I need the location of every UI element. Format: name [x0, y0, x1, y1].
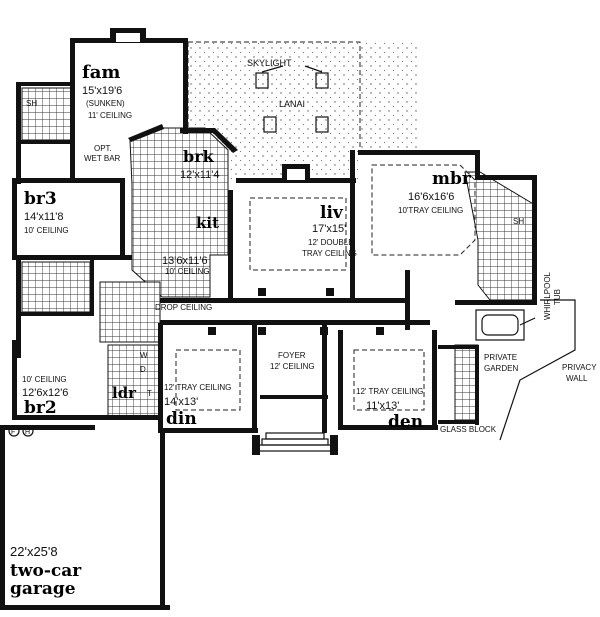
room-name-brk: brk	[183, 147, 215, 166]
room-labels: fam 15'x19'6 (SUNKEN) 11' CEILING SKYLIG…	[8, 58, 597, 599]
room-name-den: den	[388, 412, 423, 432]
room-note-liv-2: TRAY CEILING	[302, 249, 357, 258]
room-note-den: 12' TRAY CEILING	[356, 387, 423, 396]
label-wet-bar-1: OPT.	[94, 144, 112, 153]
room-note-br2: 10' CEILING	[22, 375, 67, 384]
room-name-garage-1: two-car	[10, 561, 82, 581]
room-name-fam: fam	[82, 62, 120, 83]
label-whirlpool-2: TUB	[553, 289, 562, 305]
room-size-den: 11'x13'	[366, 400, 399, 412]
room-note-fam-1: (SUNKEN)	[86, 99, 125, 108]
room-size-br2: 12'6x12'6	[22, 387, 68, 399]
label-private-garden-1: PRIVATE	[484, 353, 517, 362]
label-privacy-wall-2: WALL	[566, 374, 588, 383]
room-note-kit: 10' CEILING	[165, 267, 210, 276]
room-name-ldr: ldr	[112, 384, 137, 402]
room-name-liv: liv	[320, 203, 344, 223]
ceiling-outlines	[175, 164, 476, 411]
room-size-mbr: 16'6x16'6	[408, 191, 454, 203]
columns	[208, 288, 384, 335]
room-name-kit: kit	[196, 214, 219, 232]
label-h: H	[25, 429, 30, 436]
label-f: F	[11, 429, 15, 436]
room-size-kit: 13'6x11'6	[162, 255, 208, 267]
label-d: D	[140, 365, 146, 374]
label-lanai: LANAI	[279, 99, 305, 109]
label-sh-left: SH	[26, 99, 37, 108]
label-privacy-wall-1: PRIVACY	[562, 363, 597, 372]
room-name-garage-2: garage	[10, 579, 76, 599]
room-name-foyer: FOYER	[278, 351, 306, 360]
label-private-garden-2: GARDEN	[484, 364, 518, 373]
room-note-foyer: 12' CEILING	[270, 362, 315, 371]
room-note-mbr: 10'TRAY CEILING	[398, 206, 463, 215]
room-name-br3: br3	[24, 189, 57, 209]
room-note-liv-1: 12' DOUBLE	[308, 238, 354, 247]
entry-steps	[252, 432, 338, 455]
room-note-br3: 10' CEILING	[24, 226, 69, 235]
label-w: W	[140, 351, 148, 360]
skylights	[255, 65, 329, 133]
room-name-mbr: mbr	[432, 169, 472, 189]
room-size-brk: 12'x11'4	[180, 169, 219, 181]
room-size-fam: 15'x19'6	[82, 85, 122, 97]
room-note-fam-2: 11' CEILING	[88, 111, 132, 120]
privacy-wall	[499, 299, 576, 441]
label-drop-ceiling: DROP CEILING	[155, 303, 212, 312]
room-size-din: 14'x13'	[164, 396, 198, 408]
label-t: T	[147, 389, 152, 398]
label-sh-right: SH	[513, 217, 524, 226]
room-note-din: 12' TRAY CEILING	[164, 383, 231, 392]
label-wet-bar-2: WET BAR	[84, 154, 121, 163]
walls	[0, 28, 537, 610]
room-size-garage: 22'x25'8	[10, 544, 58, 559]
tile-floors	[21, 87, 536, 421]
room-size-liv: 17'x15'	[312, 223, 346, 235]
label-whirlpool-1: WHIRLPOOL	[543, 271, 552, 320]
room-size-br3: 14'x11'8	[24, 211, 63, 223]
room-name-br2: br2	[24, 398, 57, 418]
room-name-din: din	[166, 409, 197, 429]
whirlpool-tub	[475, 309, 536, 341]
label-glass-block: GLASS BLOCK	[440, 425, 497, 434]
label-skylight: SKYLIGHT	[247, 58, 292, 68]
